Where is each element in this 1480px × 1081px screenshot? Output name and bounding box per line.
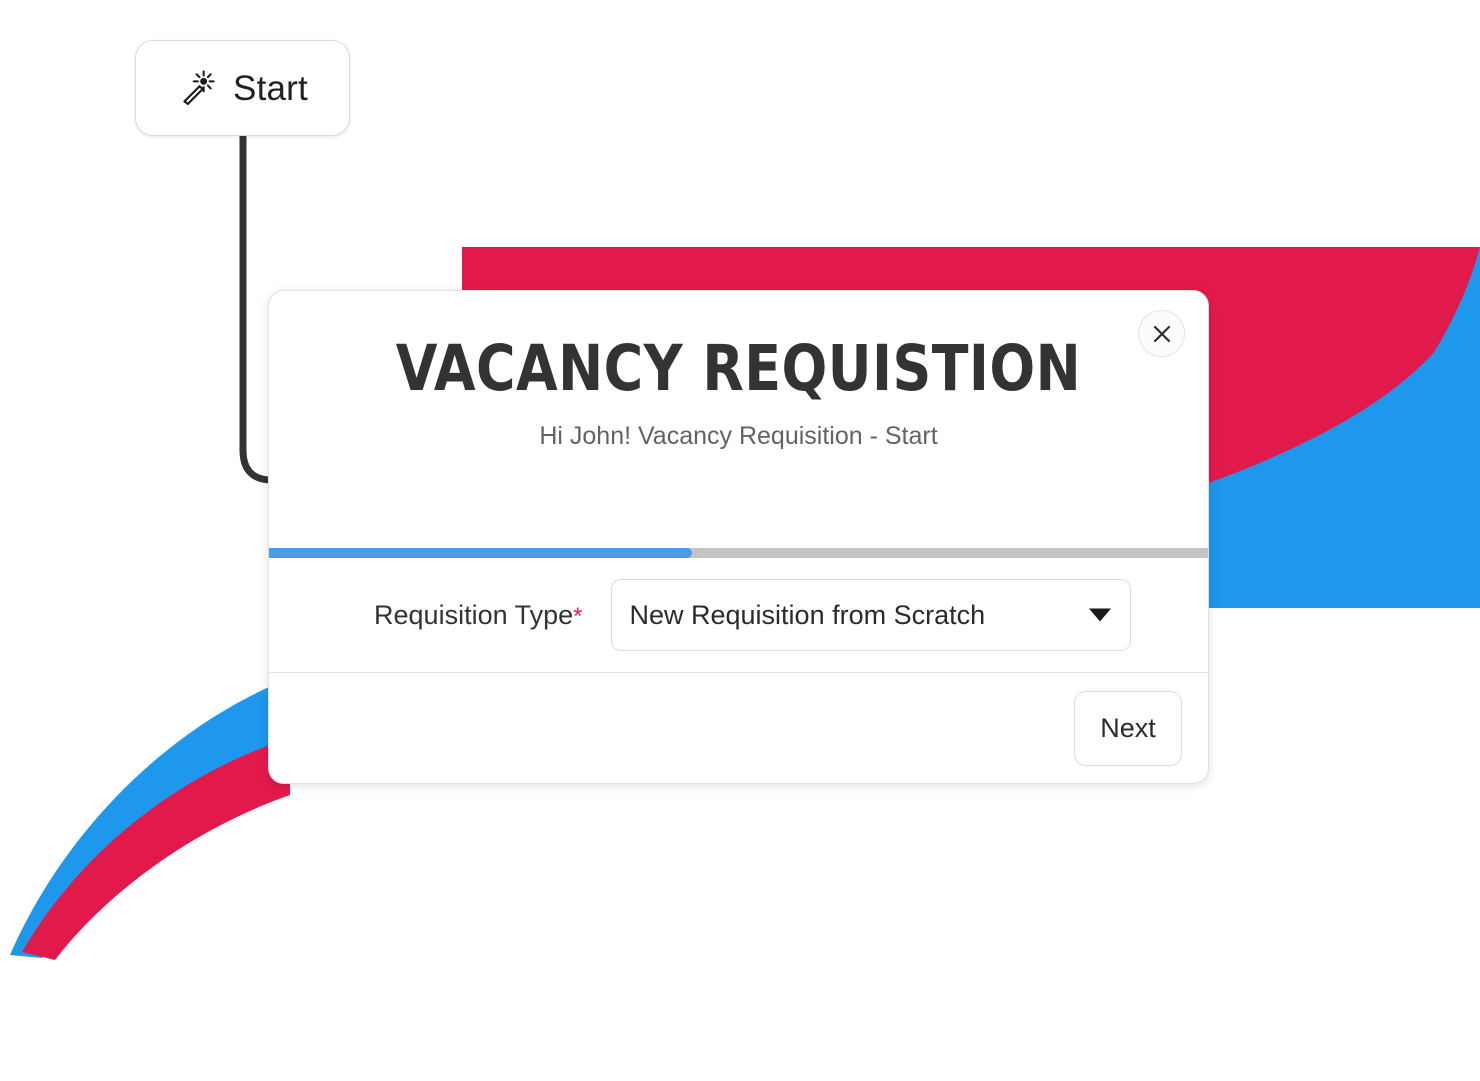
decor-bottom-swoosh	[10, 678, 290, 960]
form-row: Requisition Type* New Requisition from S…	[269, 558, 1208, 673]
modal-header: VACANCY REQUISTION Hi John! Vacancy Requ…	[269, 291, 1208, 451]
modal-subtitle: Hi John! Vacancy Requisition - Start	[539, 422, 938, 451]
requisition-type-select-value[interactable]: New Requisition from Scratch	[610, 579, 1131, 651]
start-node-button[interactable]: Start	[135, 40, 350, 136]
progress-bar-track	[269, 548, 1208, 558]
requisition-type-select[interactable]: New Requisition from Scratch	[610, 579, 1131, 651]
page-title: VACANCY REQUISTION	[395, 332, 1082, 405]
required-asterisk: *	[573, 602, 583, 630]
magic-wand-icon	[183, 70, 215, 105]
vacancy-requisition-modal: VACANCY REQUISTION Hi John! Vacancy Requ…	[268, 290, 1209, 784]
field-label-text: Requisition Type	[374, 599, 574, 630]
progress-bar-fill	[269, 548, 692, 558]
next-button[interactable]: Next	[1074, 690, 1182, 766]
flow-connector	[239, 120, 276, 484]
start-node-label: Start	[233, 68, 308, 108]
requisition-type-label: Requisition Type*	[347, 599, 583, 631]
modal-footer: Next	[269, 673, 1208, 783]
